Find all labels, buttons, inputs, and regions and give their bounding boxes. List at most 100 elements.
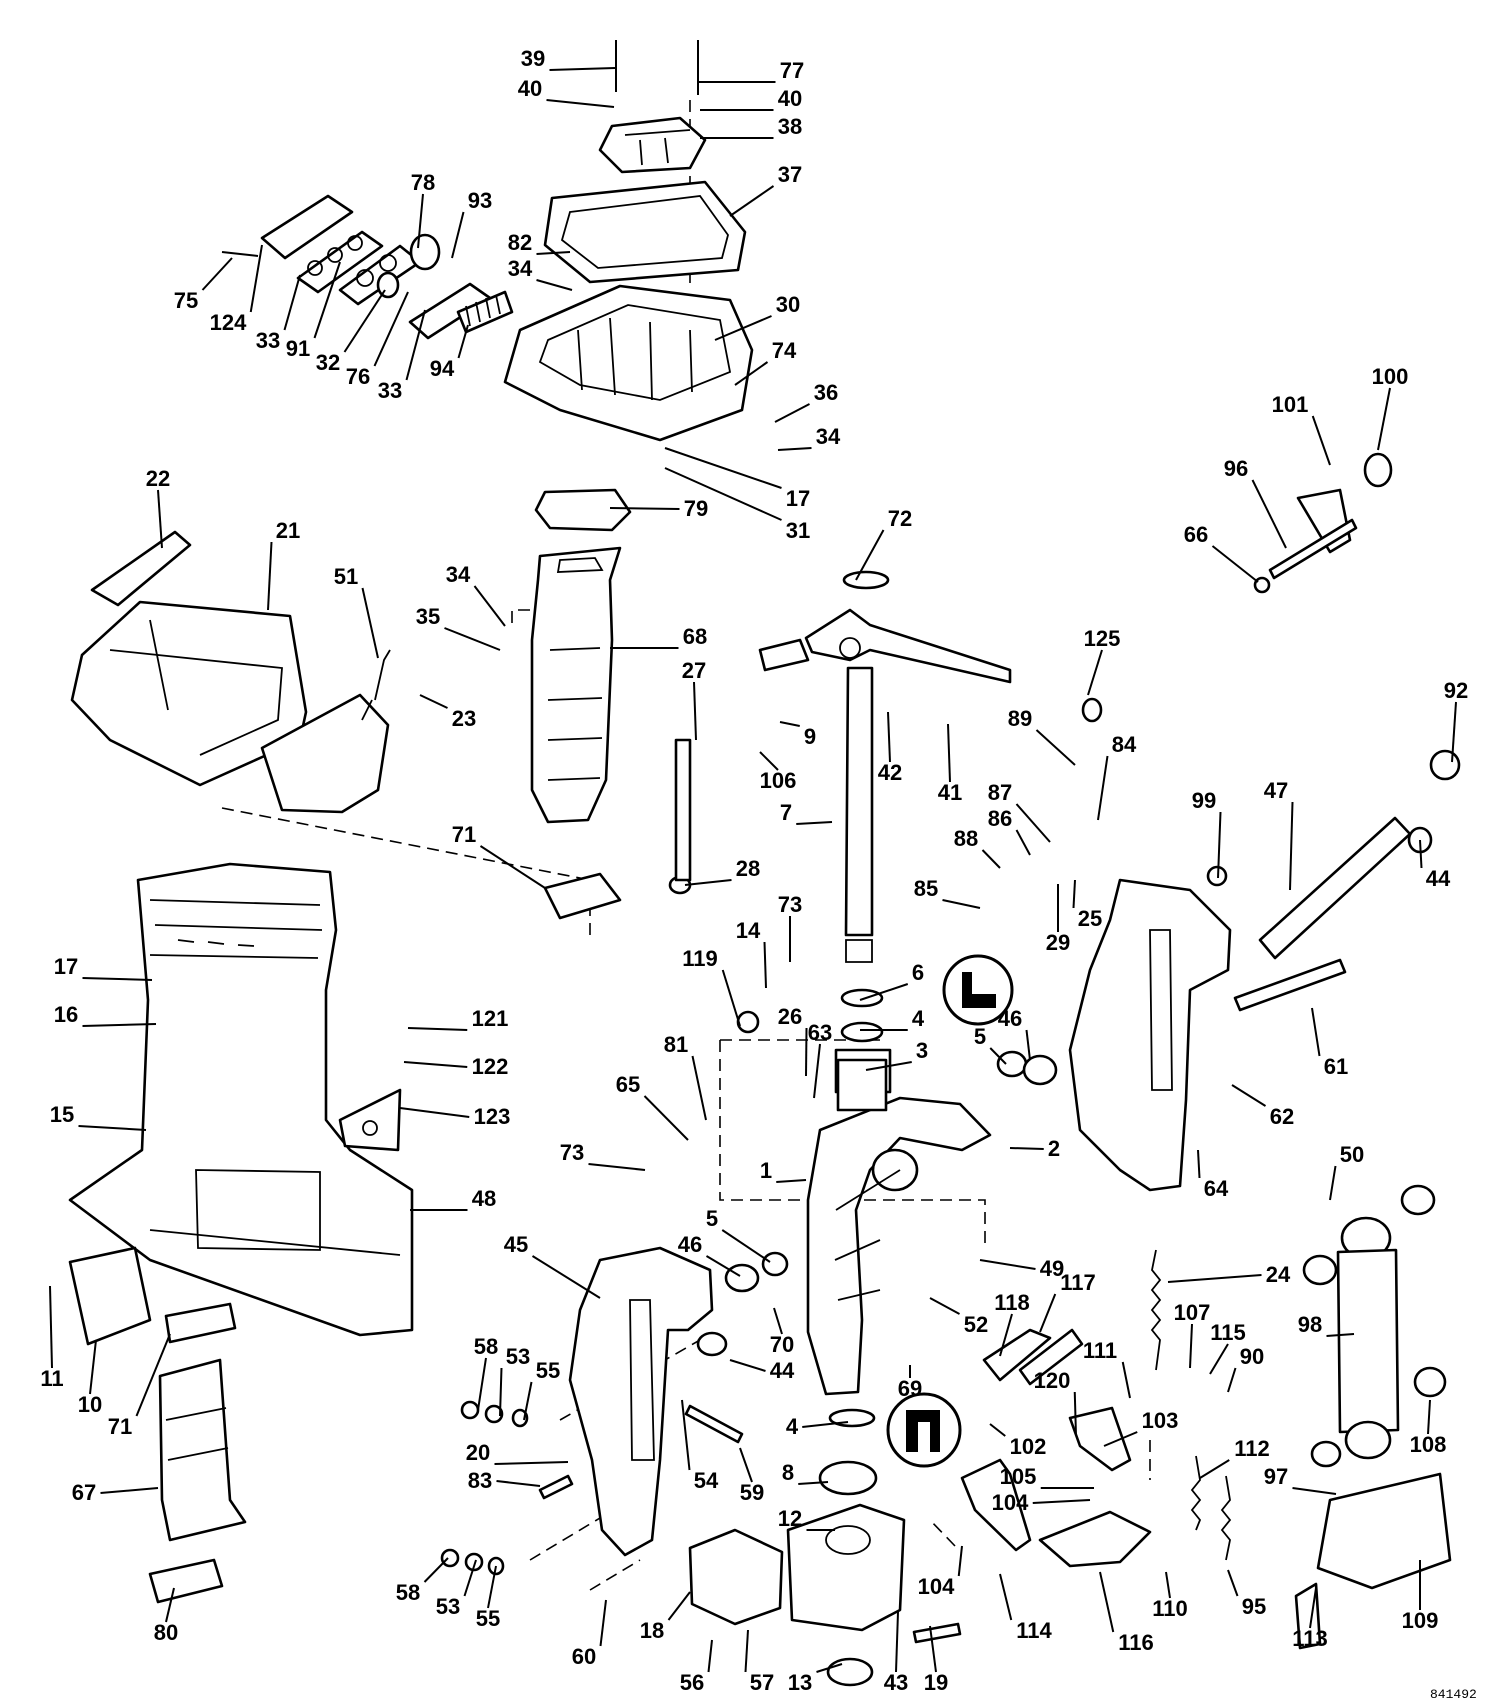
callout-leader-110 xyxy=(1165,1571,1171,1599)
callout-91: 91 xyxy=(286,336,310,361)
callout-5: 5 xyxy=(706,1206,718,1231)
callout-103: 103 xyxy=(1142,1408,1179,1433)
callout-leader-32 xyxy=(343,289,386,353)
callout-leader-71 xyxy=(135,1333,171,1417)
callout-40: 40 xyxy=(778,86,802,111)
callout-73: 73 xyxy=(560,1140,584,1165)
callout-leader-104 xyxy=(1032,1499,1091,1504)
callout-leader-9 xyxy=(779,721,800,727)
callout-leader-122 xyxy=(403,1061,468,1068)
callout-18: 18 xyxy=(640,1618,664,1643)
callout-leader-57 xyxy=(744,1629,749,1673)
callout-31: 31 xyxy=(786,518,810,543)
callout-122: 122 xyxy=(472,1054,509,1079)
callout-leader-100 xyxy=(1377,387,1391,451)
callout-49: 49 xyxy=(1040,1256,1064,1281)
callout-leader-76 xyxy=(373,291,409,367)
callout-44: 44 xyxy=(770,1358,795,1383)
callout-100: 100 xyxy=(1372,364,1409,389)
callout-leader-8 xyxy=(798,1481,829,1485)
callout-61: 61 xyxy=(1324,1054,1348,1079)
callout-19: 19 xyxy=(924,1670,948,1695)
callout-leader-118 xyxy=(999,1313,1013,1357)
callout-125: 125 xyxy=(1084,626,1121,651)
callout-29: 29 xyxy=(1046,930,1070,955)
callout-leader-123 xyxy=(399,1107,470,1118)
tilt-base xyxy=(1294,1472,1452,1650)
callout-leader-61 xyxy=(1311,1007,1321,1057)
callout-47: 47 xyxy=(1264,778,1288,803)
callout-leader-10 xyxy=(89,1339,97,1395)
callout-leader-103 xyxy=(1103,1431,1138,1447)
callout-82: 82 xyxy=(508,230,532,255)
cover-and-seals xyxy=(68,1246,247,1604)
callout-66: 66 xyxy=(1184,522,1208,547)
callout-36: 36 xyxy=(814,380,838,405)
callout-leader-34 xyxy=(777,447,812,451)
callout-90: 90 xyxy=(1240,1344,1264,1369)
callout-115: 115 xyxy=(1210,1320,1246,1345)
callout-leader-46 xyxy=(1025,1029,1031,1061)
callout-57: 57 xyxy=(750,1670,774,1695)
callout-71: 71 xyxy=(108,1414,132,1439)
callout-leader-86 xyxy=(1015,829,1031,856)
callout-leader-97 xyxy=(1292,1487,1337,1495)
callout-leader-79 xyxy=(609,507,680,510)
callout-leader-64 xyxy=(1197,1149,1201,1179)
stern-bracket-left xyxy=(568,1246,714,1557)
callout-leader-43 xyxy=(895,1611,899,1673)
callout-leader-94 xyxy=(457,324,469,359)
callout-51: 51 xyxy=(334,564,358,589)
catalog-stamp: 841492 xyxy=(1430,1687,1477,1702)
callout-leader-4 xyxy=(802,1421,849,1428)
callout-80: 80 xyxy=(154,1620,178,1645)
callout-leader-55 xyxy=(487,1565,497,1609)
callout-leader-30 xyxy=(714,315,772,341)
callout-leader-27 xyxy=(693,681,697,741)
callout-24: 24 xyxy=(1266,1262,1291,1287)
callout-leader-72 xyxy=(855,529,885,581)
callout-34: 34 xyxy=(508,256,533,281)
callout-62: 62 xyxy=(1270,1104,1294,1129)
callout-50: 50 xyxy=(1340,1142,1364,1167)
callout-leader-14 xyxy=(763,941,767,989)
callout-20: 20 xyxy=(466,1440,490,1465)
driveshaft-housing xyxy=(68,862,414,1337)
callout-83: 83 xyxy=(468,1468,492,1493)
exhaust-housing xyxy=(530,488,632,824)
callout-leader-47 xyxy=(1289,801,1294,891)
steering-arm xyxy=(758,608,1012,963)
tilt-tube xyxy=(1233,749,1461,1012)
callout-3: 3 xyxy=(916,1038,928,1063)
callout-59: 59 xyxy=(740,1480,764,1505)
callout-leader-65 xyxy=(643,1095,689,1141)
callout-95: 95 xyxy=(1242,1594,1266,1619)
callout-leader-40 xyxy=(546,99,615,108)
callout-leader-73 xyxy=(588,1163,646,1171)
callout-105: 105 xyxy=(1000,1464,1037,1489)
callout-leader-115 xyxy=(1209,1343,1229,1375)
callout-leader-67 xyxy=(100,1487,159,1494)
callout-leader-44 xyxy=(1419,839,1423,869)
callout-leader-124 xyxy=(249,244,263,313)
callout-15: 15 xyxy=(50,1102,74,1127)
callout-17: 17 xyxy=(786,486,810,511)
callout-leader-53 xyxy=(463,1559,477,1597)
callout-74: 74 xyxy=(772,338,797,363)
callout-96: 96 xyxy=(1224,456,1248,481)
callout-leader-78 xyxy=(417,193,424,249)
callout-113: 113 xyxy=(1292,1626,1328,1651)
callout-leader-50 xyxy=(1329,1165,1337,1201)
callout-53: 53 xyxy=(506,1344,530,1369)
callout-leader-45 xyxy=(531,1255,601,1299)
callout-26: 26 xyxy=(778,1004,802,1029)
callout-48: 48 xyxy=(472,1186,496,1211)
callout-leader-102 xyxy=(989,1423,1006,1437)
callout-124: 124 xyxy=(210,310,247,335)
callout-leader-36 xyxy=(774,403,810,423)
callout-81: 81 xyxy=(664,1032,688,1057)
callout-leader-75 xyxy=(201,257,233,291)
callout-94: 94 xyxy=(430,356,455,381)
callout-leader-87 xyxy=(1015,803,1051,843)
lower-swivel-housing xyxy=(688,1460,906,1687)
